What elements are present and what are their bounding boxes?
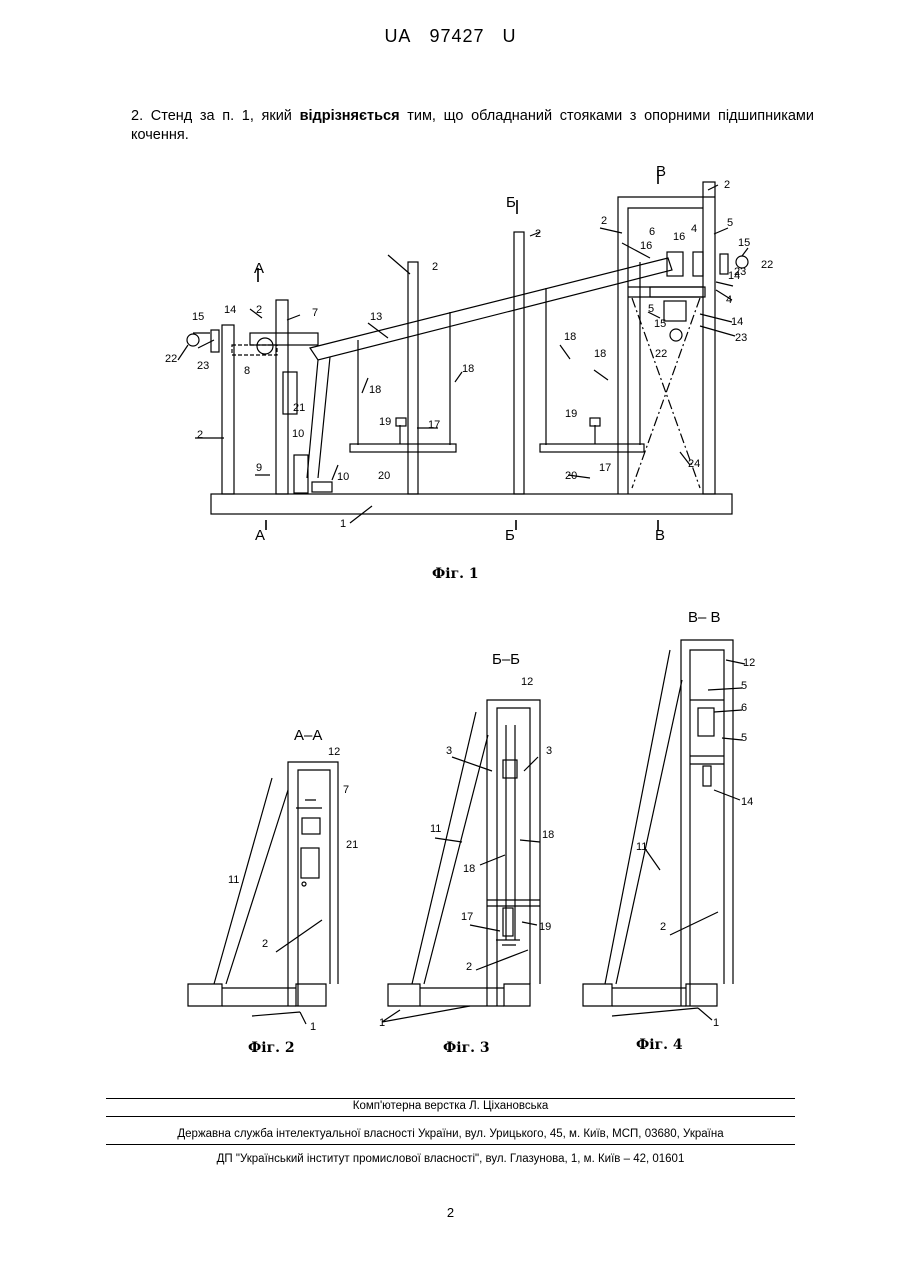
callout-2: 2 bbox=[256, 304, 262, 316]
callout-2: 2 bbox=[535, 228, 541, 240]
callout-2: 2 bbox=[197, 429, 203, 441]
callout-3: 3 bbox=[546, 745, 552, 757]
callout-labels: А А Б Б В В 1 2 2 2 2 2 2 4 4 5 5 6 7 8 … bbox=[0, 0, 901, 1080]
callout-4: 4 bbox=[691, 223, 697, 235]
callout-16: 16 bbox=[640, 240, 652, 252]
callout-17: 17 bbox=[461, 911, 473, 923]
callout-2: 2 bbox=[466, 961, 472, 973]
callout-5: 5 bbox=[741, 732, 747, 744]
callout-2: 2 bbox=[262, 938, 268, 950]
callout-14: 14 bbox=[731, 316, 743, 328]
callout-17: 17 bbox=[428, 419, 440, 431]
callout-22: 22 bbox=[165, 353, 177, 365]
callout-1: 1 bbox=[379, 1017, 385, 1029]
callout-2: 2 bbox=[601, 215, 607, 227]
callout-15: 15 bbox=[738, 237, 750, 249]
section-mark-v-bottom: В bbox=[655, 527, 665, 544]
section-title-bb: Б–Б bbox=[492, 651, 520, 668]
callout-19: 19 bbox=[539, 921, 551, 933]
callout-11: 11 bbox=[430, 823, 441, 835]
callout-1: 1 bbox=[310, 1021, 316, 1033]
callout-19: 19 bbox=[565, 408, 577, 420]
callout-18: 18 bbox=[564, 331, 576, 343]
callout-14: 14 bbox=[741, 796, 753, 808]
callout-6: 6 bbox=[741, 702, 747, 714]
callout-15: 15 bbox=[192, 311, 204, 323]
callout-13: 13 bbox=[370, 311, 382, 323]
callout-9: 9 bbox=[256, 462, 262, 474]
callout-8: 8 bbox=[244, 365, 250, 377]
callout-5: 5 bbox=[727, 217, 733, 229]
page-number: 2 bbox=[0, 1205, 901, 1220]
callout-7: 7 bbox=[343, 784, 349, 796]
section-mark-b-top: Б bbox=[506, 194, 516, 211]
section-mark-b-bottom: Б bbox=[505, 527, 515, 544]
section-title-aa: А–А bbox=[294, 727, 322, 744]
callout-19: 19 bbox=[379, 416, 391, 428]
callout-2: 2 bbox=[432, 261, 438, 273]
callout-11: 11 bbox=[636, 841, 647, 853]
callout-22: 22 bbox=[655, 348, 667, 360]
callout-12: 12 bbox=[328, 746, 340, 758]
footer-layout-credit: Комп'ютерна верстка Л. Ціхановська bbox=[106, 1100, 795, 1112]
callout-2: 2 bbox=[660, 921, 666, 933]
footer-rule bbox=[106, 1144, 795, 1145]
callout-15: 15 bbox=[654, 318, 666, 330]
callout-1: 1 bbox=[340, 518, 346, 530]
callout-1: 1 bbox=[713, 1017, 719, 1029]
callout-11: 11 bbox=[228, 874, 239, 886]
figure-4-caption: Фіг. 4 bbox=[636, 1037, 683, 1053]
callout-3: 3 bbox=[446, 745, 452, 757]
callout-24: 24 bbox=[688, 458, 700, 470]
callout-21: 21 bbox=[346, 839, 358, 851]
callout-17: 17 bbox=[599, 462, 611, 474]
footer-rule bbox=[106, 1116, 795, 1117]
callout-18: 18 bbox=[594, 348, 606, 360]
callout-12: 12 bbox=[743, 657, 755, 669]
callout-7: 7 bbox=[312, 307, 318, 319]
callout-20: 20 bbox=[378, 470, 390, 482]
callout-18: 18 bbox=[542, 829, 554, 841]
section-mark-a-bottom: А bbox=[255, 527, 265, 544]
footer-rule-top bbox=[106, 1098, 795, 1099]
callout-23: 23 bbox=[735, 332, 747, 344]
section-title-vv: В– В bbox=[688, 609, 721, 626]
callout-14: 14 bbox=[224, 304, 236, 316]
callout-10: 10 bbox=[292, 428, 304, 440]
footer-institute: ДП "Український інститут промислової вла… bbox=[106, 1153, 795, 1165]
callout-2: 2 bbox=[724, 179, 730, 191]
footer-agency: Державна служба інтелектуальної власност… bbox=[106, 1128, 795, 1140]
callout-5: 5 bbox=[648, 303, 654, 315]
callout-12: 12 bbox=[521, 676, 533, 688]
callout-21: 21 bbox=[293, 402, 305, 414]
figure-1-caption: Фіг. 1 bbox=[432, 566, 479, 582]
section-mark-a-top: А bbox=[254, 260, 264, 277]
callout-6: 6 bbox=[649, 226, 655, 238]
callout-5: 5 bbox=[741, 680, 747, 692]
callout-18: 18 bbox=[369, 384, 381, 396]
callout-22: 22 bbox=[761, 259, 773, 271]
callout-10: 10 bbox=[337, 471, 349, 483]
callout-18: 18 bbox=[462, 363, 474, 375]
callout-23: 23 bbox=[197, 360, 209, 372]
callout-18: 18 bbox=[463, 863, 475, 875]
callout-16: 16 bbox=[673, 231, 685, 243]
callout-23: 23 bbox=[734, 266, 746, 278]
callout-4: 4 bbox=[726, 294, 732, 306]
figure-2-caption: Фіг. 2 bbox=[248, 1040, 295, 1056]
callout-20: 20 bbox=[565, 470, 577, 482]
section-mark-v-top: В bbox=[656, 163, 666, 180]
figure-3-caption: Фіг. 3 bbox=[443, 1040, 490, 1056]
